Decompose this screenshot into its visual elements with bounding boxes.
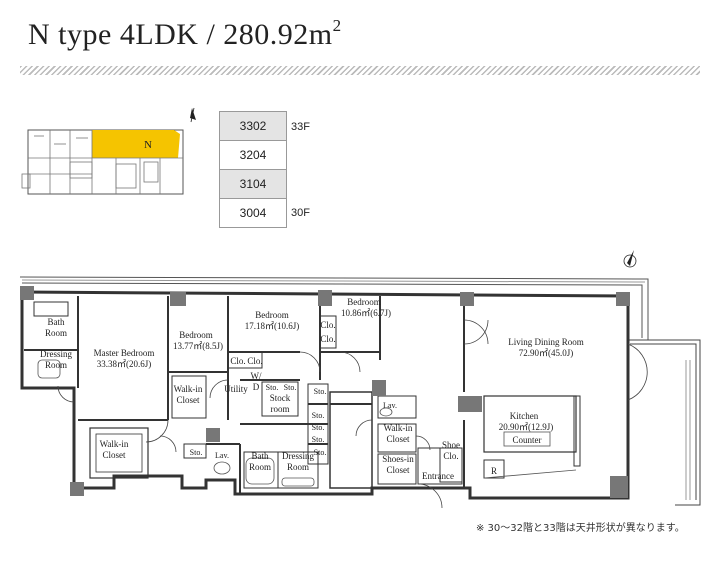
title-divider (20, 66, 700, 75)
label-master-bedroom: Master Bedroom (94, 348, 155, 358)
label-bedroom-3-area: 10.86㎡(6.7J) (341, 308, 391, 318)
label-sto-4: Sto. (312, 411, 325, 420)
label-fridge: R (491, 466, 497, 476)
label-sto-1: Sto. (266, 383, 279, 392)
title-text: N type 4LDK / 280.92m (28, 18, 333, 51)
label-lav-2: Lav. (215, 451, 229, 460)
unit-row: 3004 (220, 199, 286, 227)
label-counter: Counter (513, 435, 542, 445)
label-bedroom-2-area: 17.18㎡(10.6J) (245, 321, 300, 331)
label-sto-7: Sto. (314, 448, 327, 457)
label-sto-5: Sto. (312, 423, 325, 432)
label-sto-3: Sto. (314, 387, 327, 396)
label-clo-1: Clo. (230, 356, 245, 366)
title-superscript: 2 (332, 16, 342, 35)
label-wd: W/D (251, 371, 262, 392)
label-master-bedroom-area: 33.38㎡(20.6J) (97, 359, 152, 369)
unit-row: 3204 (220, 141, 286, 170)
label-kitchen: Kitchen (510, 411, 539, 421)
unit-number: 3004 (239, 206, 267, 220)
counter-box (503, 431, 551, 447)
label-bedroom-2: Bedroom (255, 310, 289, 320)
label-sto-6: Sto. (312, 435, 325, 444)
unit-number: 3302 (239, 119, 267, 133)
unit-number: 3104 (239, 177, 267, 191)
label-kitchen-area: 20.90㎡(12.9J) (499, 422, 554, 432)
label-clo-4: Clo. (320, 334, 335, 344)
key-plan-compass-icon (190, 107, 196, 123)
label-clo-2: Clo. (247, 356, 262, 366)
label-utility: Utility (224, 384, 248, 394)
label-entrance: Entrance (422, 471, 454, 481)
unit-row: 3302 (220, 112, 286, 141)
unit-number-table: 3302 3204 3104 3004 (219, 111, 287, 228)
footnote: ※ 30～32階と33階は天井形状が異なります。 (476, 523, 685, 534)
label-sto-8: Sto. (190, 448, 203, 457)
floor-tag-top: 33F (291, 121, 310, 133)
key-plan-unit-label: N (144, 139, 152, 151)
label-bedroom-3: Bedroom (347, 297, 381, 307)
unit-number: 3204 (239, 148, 267, 162)
label-bedroom-1-area: 13.77㎡(8.5J) (173, 341, 223, 351)
key-plan: N (21, 107, 196, 195)
label-living-dining: Living Dining Room (508, 337, 584, 347)
floor-tag-bottom: 30F (291, 207, 310, 219)
label-bedroom-1: Bedroom (179, 330, 213, 340)
label-living-dining-area: 72.90㎡(45.0J) (519, 348, 574, 358)
bath-room-1-line1: Bath (48, 317, 65, 327)
label-sto-2: Sto. (284, 383, 297, 392)
unit-row: 3104 (220, 170, 286, 199)
label-lav-1: Lav. (383, 401, 397, 410)
label-clo-3: Clo. (320, 320, 335, 330)
key-plan-highlight (92, 130, 174, 158)
compass-icon (623, 250, 637, 268)
page-title: N type 4LDK / 280.92m2 (28, 16, 342, 52)
